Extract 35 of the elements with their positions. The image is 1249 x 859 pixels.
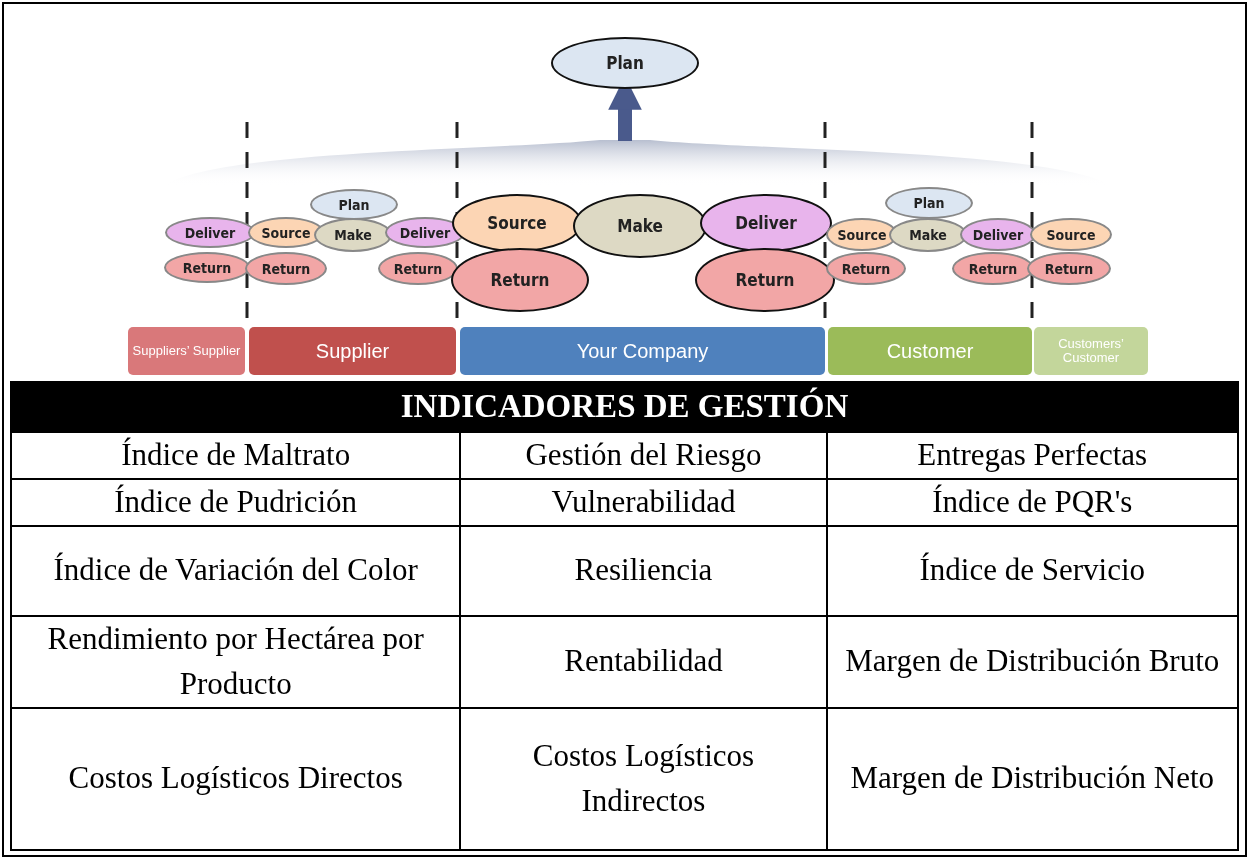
segment-band: Supplier [249,327,456,375]
table-cell: Costos Logísticos Directos [11,707,461,850]
table-cell: Rentabilidad [460,615,827,708]
process-ellipse: Return [451,248,589,312]
process-ellipse: Plan [310,189,398,220]
table-cell: Vulnerabilidad [460,478,827,526]
table-cell: Índice de Maltrato [11,431,461,479]
process-ellipse: Plan [885,187,973,219]
segment-band: Customer [828,327,1032,375]
table-cell: Resiliencia [460,525,827,616]
table-cell: Margen de Distribución Neto [826,707,1238,850]
process-ellipse: Return [245,252,327,285]
process-ellipse: Return [1027,252,1111,285]
segment-band: Your Company [460,327,825,375]
process-ellipse: Return [378,252,458,285]
process-ellipse: Deliver [700,194,832,252]
process-ellipse: Plan [551,37,699,89]
segment-band: Suppliers’ Supplier [128,327,245,375]
process-ellipse: Make [573,194,707,258]
table-cell: Índice de Pudrición [11,478,461,526]
process-ellipse: Return [695,248,835,312]
table-cell: Entregas Perfectas [826,431,1238,479]
process-ellipse: Return [164,252,250,283]
table-cell: Costos Logísticos Indirectos [460,707,827,850]
table-cell: Margen de Distribución Bruto [826,615,1238,708]
process-ellipse: Return [826,252,906,285]
table-cell: Índice de PQR's [826,478,1238,526]
process-ellipse: Source [1030,218,1112,251]
table-cell: Gestión del Riesgo [460,431,827,479]
table-cell: Rendimiento por Hectárea por Producto [11,615,461,708]
table-cell: Índice de Variación del Color [11,525,461,616]
table-cell: Índice de Servicio [826,525,1238,616]
segment-band: Customers’ Customer [1034,327,1148,375]
process-ellipse: Make [314,218,392,252]
table-header: INDICADORES DE GESTIÓN [11,382,1238,432]
